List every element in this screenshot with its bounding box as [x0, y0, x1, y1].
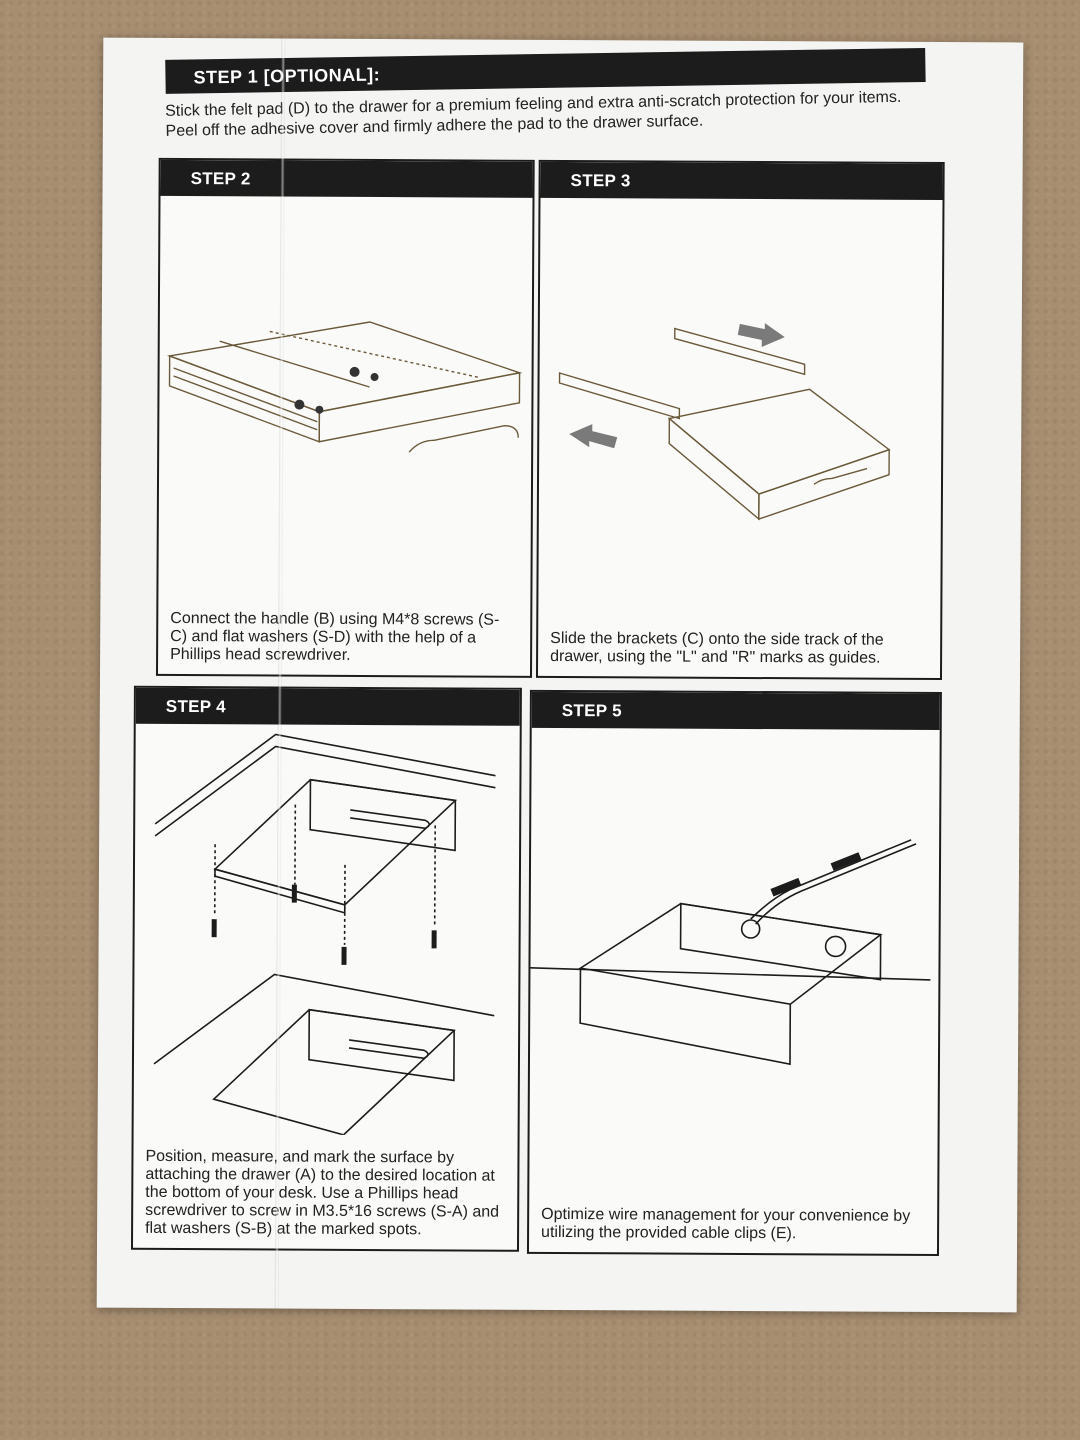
step5-panel: STEP 5 Optimize wire management for your… [526, 689, 942, 1256]
step3-title: STEP 3 [570, 171, 631, 191]
step4-header: STEP 4 [135, 687, 520, 726]
step3-panel: STEP 3 Slide the brackets (C) onto the s… [535, 159, 945, 681]
step2-caption: Connect the handle (B) using M4*8 screws… [170, 609, 500, 664]
step4-caption: Position, measure, and mark the surface … [145, 1147, 500, 1239]
step1-title: STEP 1 [OPTIONAL]: [193, 64, 381, 88]
bracket-slide-illustration [558, 323, 891, 521]
step4-panel: STEP 4 Po [130, 685, 522, 1252]
step2-header: STEP 2 [160, 159, 533, 198]
desk-mounting-illustration [153, 733, 496, 1136]
step1-header: STEP 1 [OPTIONAL]: [165, 47, 926, 94]
step5-header: STEP 5 [531, 691, 940, 730]
step3-header: STEP 3 [540, 161, 943, 200]
step2-title: STEP 2 [190, 169, 251, 189]
cable-management-illustration [530, 839, 931, 1066]
step4-title: STEP 4 [165, 696, 226, 717]
drawer-handle-illustration [166, 321, 523, 453]
step3-caption: Slide the brackets (C) onto the side tra… [550, 629, 884, 667]
step2-panel: STEP 2 Connect the handle (B) using M4*8… [155, 157, 535, 678]
step5-caption: Optimize wire management for your conven… [541, 1205, 911, 1243]
instruction-sheet: STEP 1 [OPTIONAL]: Stick the felt pad (D… [96, 37, 1024, 1313]
step5-title: STEP 5 [561, 701, 622, 721]
